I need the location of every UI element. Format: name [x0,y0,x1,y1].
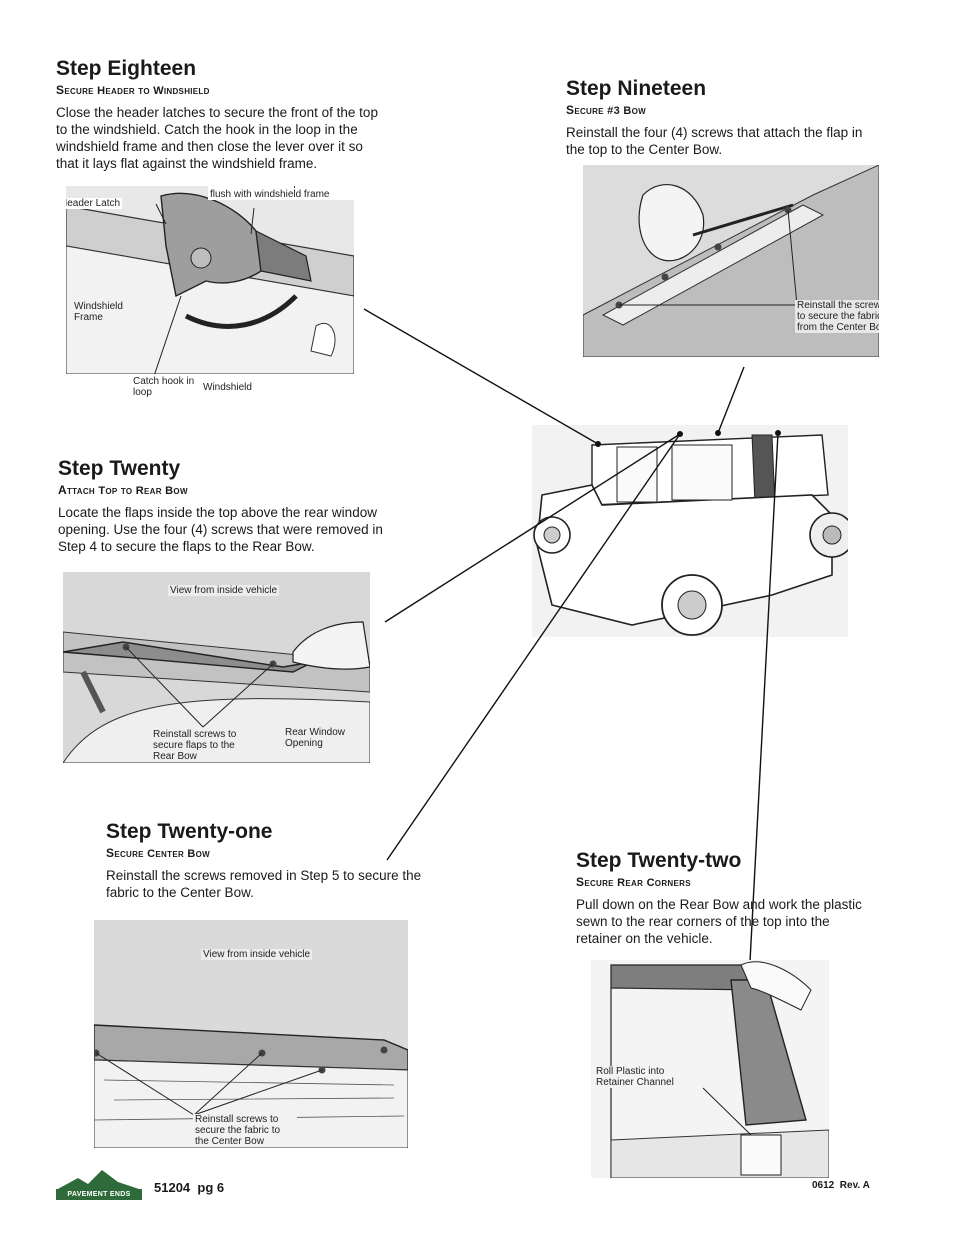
header-latch-drawing [66,192,354,374]
label-view-inside-twentyone: View from inside vehicle [201,949,313,960]
step-twentyone-title: Step Twenty-one [106,820,273,843]
label-close-lever: Close lever over top of hook to lay flus… [208,186,354,200]
step-nineteen-title: Step Nineteen [566,77,707,100]
step-nineteen-body: Reinstall the four (4) screws that attac… [566,125,863,157]
step-twenty-body: Locate the flaps inside the top above th… [58,505,383,554]
step-twentyone-body: Reinstall the screws removed in Step 5 t… [106,868,422,900]
step-eighteen: Step Eighteen Secure Header to Windshiel… [56,57,386,172]
step-eighteen-body: Close the header latches to secure the f… [56,105,378,171]
step-twentytwo-title: Step Twenty-two [576,849,742,872]
step-nineteen: Step Nineteen Secure #3 Bow Reinstall th… [566,77,866,158]
label-header-latch: Header Latch [66,198,123,209]
label-view-inside-twenty: View from inside vehicle [168,585,280,596]
step-twentytwo: Step Twenty-two Secure Rear Corners Pull… [576,849,866,947]
rear-bow-drawing [63,621,370,763]
step-twentytwo-body: Pull down on the Rear Bow and work the p… [576,897,862,946]
step-twentyone-subtitle: Secure Center Bow [106,846,211,860]
center-bow-drawing [94,1024,408,1148]
step-eighteen-subtitle: Secure Header to Windshield [56,83,210,97]
rear-bow-illustration: View from inside vehicle Reinstall screw… [63,572,370,763]
label-reinstall-center-bow: Reinstall the screws to secure the fabri… [795,300,879,333]
page-number: 51204 pg 6 [154,1180,225,1195]
header-latch-illustration: Header Latch Close lever over top of hoo… [66,186,354,374]
jeep-drawing [533,434,855,636]
rear-corner-drawing [610,961,829,1178]
step-twentyone: Step Twenty-one Secure Center Bow Reinst… [106,820,426,901]
step-nineteen-subtitle: Secure #3 Bow [566,103,646,117]
center-bow-screws-illustration: Reinstall the screws to secure the fabri… [583,165,879,357]
step-twenty: Step Twenty Attach Top to Rear Bow Locat… [58,457,383,555]
step-twenty-title: Step Twenty [58,457,181,480]
label-roll-plastic: Roll Plastic into Retainer Channel [594,1066,688,1088]
label-windshield: Windshield [203,382,252,393]
label-catch-hook: Catch hook in loop [133,376,195,398]
label-rear-window-opening: Rear Window Opening [285,727,346,749]
pavement-ends-logo: PAVEMENT ENDS [56,1170,142,1200]
label-windshield-frame: Windshield Frame [74,301,123,323]
center-bow-illustration: View from inside vehicle Reinstall screw… [94,920,408,1148]
revision: 0612 Rev. A [812,1180,870,1191]
label-reinstall-center-bow-fabric: Reinstall screws to secure the fabric to… [193,1114,297,1147]
step-twenty-subtitle: Attach Top to Rear Bow [58,483,188,497]
mountain-logo-icon [56,1170,142,1200]
step-twentytwo-subtitle: Secure Rear Corners [576,875,691,889]
jeep-overview-illustration [532,425,855,637]
label-reinstall-rear-bow: Reinstall screws to secure flaps to the … [153,729,237,762]
rear-corner-illustration: Roll Plastic into Retainer Channel [591,960,829,1178]
step-eighteen-title: Step Eighteen [56,57,197,80]
logo-text: PAVEMENT ENDS [67,1191,131,1198]
